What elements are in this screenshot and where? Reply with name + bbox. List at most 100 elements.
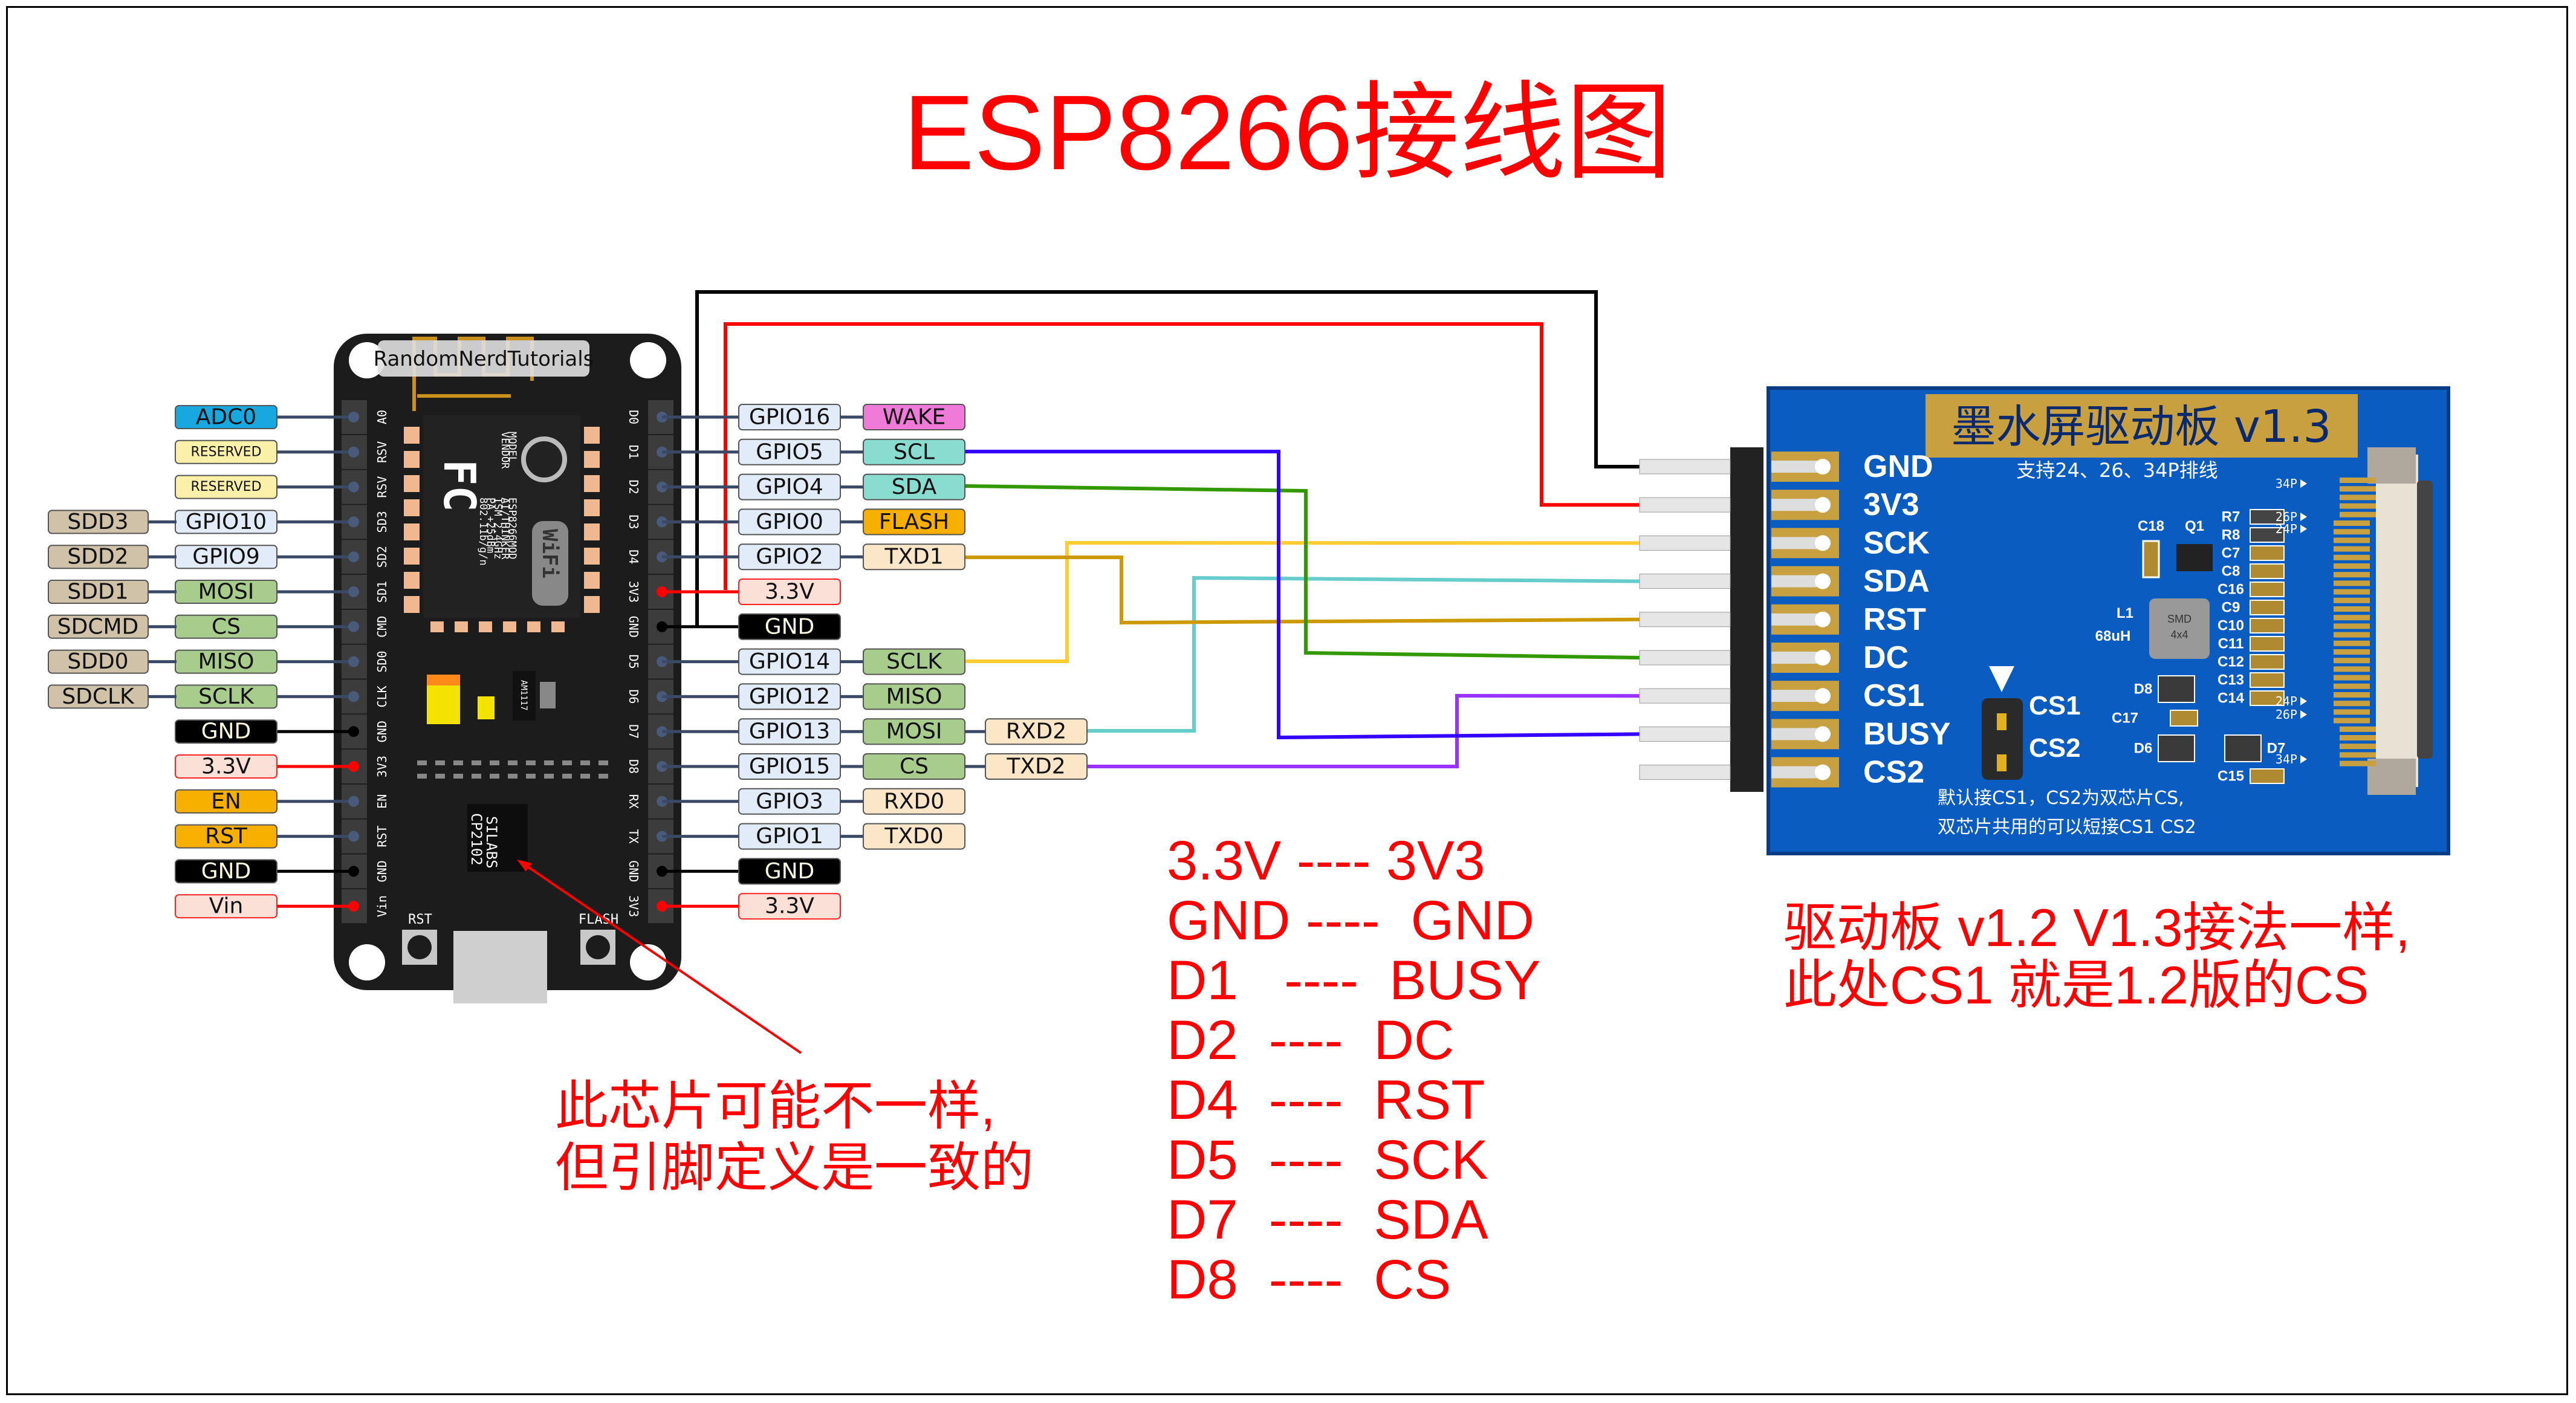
right-pin-silk: D5 bbox=[626, 655, 641, 669]
pin-label-gnd bbox=[175, 719, 277, 744]
pin-mapping-line: GND ---- GND bbox=[1167, 890, 1534, 951]
module-pad bbox=[584, 548, 600, 565]
pin-label-gnd bbox=[175, 859, 277, 884]
pin-label-text: GND bbox=[765, 614, 815, 639]
component-label: R7 bbox=[2222, 509, 2240, 525]
arrow-head-icon bbox=[517, 860, 532, 872]
right-pin-label-row: 3.3V bbox=[657, 893, 841, 920]
fpc-marker-arrow-icon bbox=[2300, 525, 2307, 533]
epd-pin-cs1: CS1 bbox=[1863, 678, 1924, 713]
component-label: D8 bbox=[2134, 681, 2153, 698]
pin-label-text: GPIO0 bbox=[756, 510, 823, 534]
pin-label-text: SDD1 bbox=[67, 580, 128, 604]
epd-subtitle: 支持24、26、34P排线 bbox=[2016, 459, 2218, 482]
pin-label-text: RESERVED bbox=[190, 479, 261, 494]
smd-pad bbox=[580, 774, 590, 779]
module-pad bbox=[404, 548, 420, 565]
left-pin-label-row: EN bbox=[175, 789, 359, 814]
module-pad bbox=[455, 621, 468, 632]
epd-pin-cs2: CS2 bbox=[1863, 755, 1924, 790]
jumper-pin bbox=[1997, 754, 2007, 771]
pin-label-reserved bbox=[175, 475, 277, 499]
right-pin-silk: D6 bbox=[626, 689, 641, 704]
left-pin-silk: 3V3 bbox=[375, 756, 389, 777]
brand-label-bg bbox=[378, 340, 589, 377]
component-label: C10 bbox=[2218, 618, 2244, 634]
wifi-logo: WiFi bbox=[537, 529, 562, 578]
capacitor bbox=[2170, 710, 2198, 727]
pin-label-txd2 bbox=[985, 753, 1088, 780]
pin-dot bbox=[348, 866, 359, 877]
pin-label-rst bbox=[175, 824, 277, 849]
jumper-arrow-icon bbox=[1989, 666, 2014, 692]
left-pin-silk: RSV bbox=[375, 441, 389, 463]
module-text-line: AI/THINKER bbox=[499, 497, 511, 560]
regulator-tab bbox=[540, 682, 556, 708]
capacitor bbox=[2250, 690, 2285, 706]
fpc-marker-arrow-icon bbox=[2300, 697, 2307, 705]
fpc-pad bbox=[2334, 701, 2370, 707]
pin-label-sdd2 bbox=[48, 545, 149, 569]
diode bbox=[2158, 675, 2195, 703]
header-pad-hole bbox=[1815, 764, 1831, 780]
pin-dot bbox=[348, 726, 359, 737]
pin-label-3.3v bbox=[738, 893, 841, 920]
left-pin-label-row: RESERVED bbox=[175, 475, 359, 499]
pin-label-text: GPIO15 bbox=[749, 754, 830, 779]
cs-jumper[interactable] bbox=[1982, 698, 2023, 780]
fpc-marker: 34P bbox=[2276, 476, 2297, 491]
right-pin-silk: RX bbox=[626, 794, 641, 809]
module-pad bbox=[404, 427, 420, 444]
pin-dot bbox=[348, 901, 359, 912]
pin-label-text: GPIO2 bbox=[756, 545, 823, 569]
epd-note-line-2: 双芯片共用的可以短接CS1 CS2 bbox=[1938, 817, 2196, 838]
chip-label-silabs: SILABS bbox=[483, 816, 500, 869]
smd-pad bbox=[508, 760, 517, 765]
pin-label-text: MISO bbox=[198, 649, 255, 674]
pin-label-text: GND bbox=[765, 859, 815, 884]
module-pad bbox=[404, 523, 420, 540]
epd-pin-dc: DC bbox=[1863, 640, 1909, 675]
pin-label-text: SDD2 bbox=[67, 545, 128, 569]
capacitor bbox=[2250, 654, 2285, 670]
board-note-line-2: 此处CS1 就是1.2版的CS bbox=[1783, 955, 2369, 1015]
jumper-label-cs1: CS1 bbox=[2029, 691, 2081, 721]
module-pad bbox=[584, 427, 600, 444]
component-label: C12 bbox=[2218, 654, 2244, 670]
smd-pad bbox=[508, 774, 517, 779]
diode bbox=[2158, 734, 2195, 762]
pin-label-text: ADC0 bbox=[196, 405, 256, 430]
fpc-marker-arrow-icon bbox=[2300, 710, 2307, 719]
fpc-pad bbox=[2340, 511, 2376, 517]
capacitor bbox=[2250, 582, 2285, 597]
diagram-frame bbox=[6, 6, 2568, 1395]
left-pin-silk: SD1 bbox=[375, 581, 389, 603]
fpc-pad bbox=[2340, 752, 2376, 758]
epd-title: 墨水屏驱动板 v1.3 bbox=[1951, 401, 2332, 453]
right-pin-silk: GND bbox=[626, 860, 641, 882]
component-label: C14 bbox=[2218, 690, 2245, 707]
smd-pad bbox=[417, 760, 427, 765]
pin-label-text: GPIO12 bbox=[749, 684, 830, 709]
fcc-logo: FC bbox=[434, 459, 485, 512]
pin-dot bbox=[348, 656, 359, 667]
fpc-marker: 24P bbox=[2276, 522, 2297, 536]
pin-dot bbox=[348, 516, 359, 528]
fpc-marker-arrow-icon bbox=[2300, 479, 2307, 488]
annotation-arrow bbox=[519, 860, 802, 1054]
rst-button-label: RST bbox=[408, 912, 432, 927]
smd-pad bbox=[562, 774, 572, 779]
pin-label-text: EN bbox=[211, 789, 241, 814]
wire-gnd-to-gnd bbox=[695, 290, 1640, 626]
fpc-pad bbox=[2340, 735, 2376, 740]
module-text-line: 802.11b/g/n bbox=[477, 497, 489, 566]
smd-pad bbox=[599, 774, 608, 779]
pin-label-text: TXD2 bbox=[1006, 754, 1065, 779]
pin-label-text: RESERVED bbox=[190, 444, 261, 459]
pin-label-text: GPIO10 bbox=[186, 510, 267, 534]
